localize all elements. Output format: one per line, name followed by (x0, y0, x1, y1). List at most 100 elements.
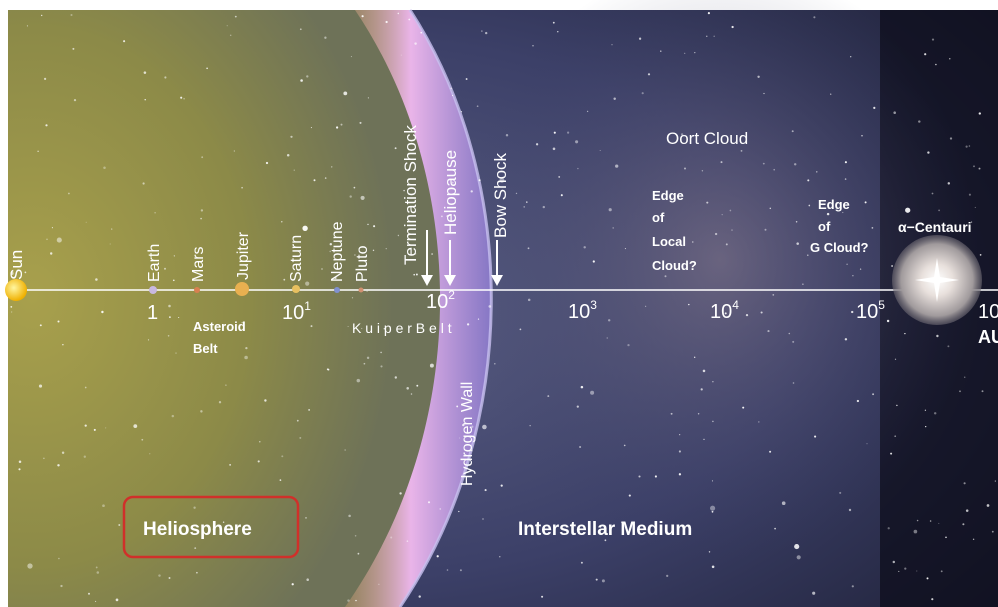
star (446, 215, 449, 218)
star (286, 154, 290, 157)
star (924, 409, 927, 411)
star (60, 584, 63, 588)
bow-shock-label: Bow Shock (491, 152, 510, 238)
star (700, 388, 703, 391)
heliosphere-label: Heliosphere (143, 519, 252, 540)
star (194, 547, 197, 549)
star (439, 508, 441, 510)
star (772, 294, 775, 296)
star (299, 436, 302, 439)
star (973, 165, 975, 168)
star (924, 53, 927, 56)
star (168, 304, 171, 308)
star (456, 405, 459, 408)
oort-cloud-haze (460, 0, 980, 560)
tick-label-10-3: 103 (568, 298, 597, 323)
star (852, 275, 854, 277)
star (111, 228, 113, 230)
star (844, 161, 847, 164)
star (612, 227, 615, 229)
star (620, 521, 623, 524)
star (725, 243, 728, 246)
star (180, 96, 183, 99)
star (385, 248, 387, 250)
star (360, 195, 365, 200)
star (183, 97, 185, 100)
star (813, 16, 816, 19)
star (133, 424, 138, 428)
star (484, 489, 487, 492)
star (628, 494, 631, 497)
star (864, 201, 867, 204)
star (466, 431, 469, 433)
star (515, 192, 518, 195)
star (245, 346, 248, 350)
star (429, 363, 434, 368)
star (347, 599, 350, 602)
star (913, 529, 918, 534)
star (788, 332, 791, 335)
pluto-label: Pluto (354, 245, 371, 282)
earth-marker (149, 286, 157, 294)
star (450, 87, 453, 90)
star (95, 278, 98, 281)
star (773, 168, 776, 171)
jupiter-label: Jupiter (235, 231, 252, 280)
star (84, 386, 87, 389)
star (361, 15, 364, 18)
star (167, 335, 170, 337)
star (601, 579, 605, 583)
tick-label-10-2: 102 (426, 288, 455, 313)
star (470, 190, 473, 193)
star (724, 312, 727, 315)
star (794, 544, 800, 550)
star (355, 599, 357, 602)
star (27, 563, 33, 569)
star (39, 324, 42, 327)
tick-label-10-6: 106 (978, 298, 998, 323)
star (234, 15, 237, 18)
star (740, 149, 743, 152)
star (859, 268, 862, 270)
star (410, 393, 413, 395)
star (331, 166, 333, 168)
star (367, 97, 369, 99)
star (844, 338, 848, 341)
star (861, 135, 863, 137)
star (670, 412, 673, 415)
star (458, 510, 460, 513)
star (711, 565, 715, 569)
star (807, 179, 810, 182)
star (763, 92, 765, 95)
star (592, 260, 595, 263)
star (70, 13, 73, 17)
hydrogen-wall-edge (398, 9, 493, 607)
star (796, 242, 799, 245)
star (482, 424, 487, 430)
star (399, 492, 402, 495)
neptune-marker (334, 287, 340, 293)
star (792, 340, 795, 343)
star (558, 175, 561, 178)
star (296, 419, 299, 422)
star (523, 206, 525, 208)
star (413, 273, 416, 276)
star (940, 570, 943, 573)
star (916, 519, 919, 522)
star (354, 254, 356, 256)
star (476, 105, 479, 108)
star (49, 252, 53, 255)
sun-marker (5, 279, 27, 301)
termination-shock-label: Termination Shock (401, 125, 420, 265)
star (290, 135, 293, 138)
star (850, 56, 852, 58)
star (757, 421, 760, 423)
star (613, 97, 616, 101)
star (212, 527, 215, 531)
edge-local-label-line4: Cloud? (652, 258, 697, 273)
star (978, 112, 981, 115)
star (795, 220, 798, 223)
star (305, 281, 310, 286)
star (527, 247, 530, 250)
